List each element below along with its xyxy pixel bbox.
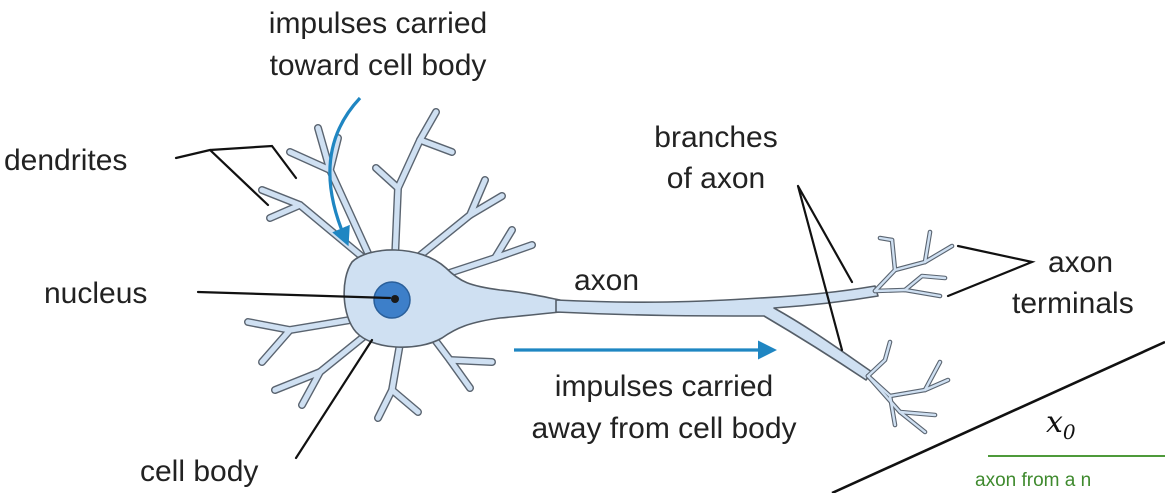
axon-terminals-label-line2: terminals	[1012, 287, 1134, 320]
impulses-out-label-line2: away from cell body	[531, 412, 796, 445]
axon-terminals-lower	[868, 342, 948, 432]
math-label-subscript: 0	[1063, 420, 1076, 444]
branches-leader	[798, 186, 852, 350]
impulses-in-label-line2: toward cell body	[270, 49, 487, 82]
axon-terminals-label-line1: axon	[1048, 246, 1113, 279]
branches-label-line1: branches	[654, 121, 777, 154]
axon-label: axon	[574, 264, 639, 297]
impulses-in-label-line1: impulses carried	[269, 7, 487, 40]
cell-body-label: cell body	[140, 455, 258, 488]
green-caption: axon from a n	[975, 470, 1091, 491]
impulses-out-label-line1: impulses carried	[555, 370, 773, 403]
math-label-base: x	[1046, 405, 1063, 440]
dendrites-label: dendrites	[4, 144, 127, 177]
axon-terminals-upper	[875, 232, 952, 296]
nucleus-label: nucleus	[44, 277, 147, 310]
nucleolus-shape	[391, 295, 399, 303]
branches-label-line2: of axon	[667, 162, 765, 195]
